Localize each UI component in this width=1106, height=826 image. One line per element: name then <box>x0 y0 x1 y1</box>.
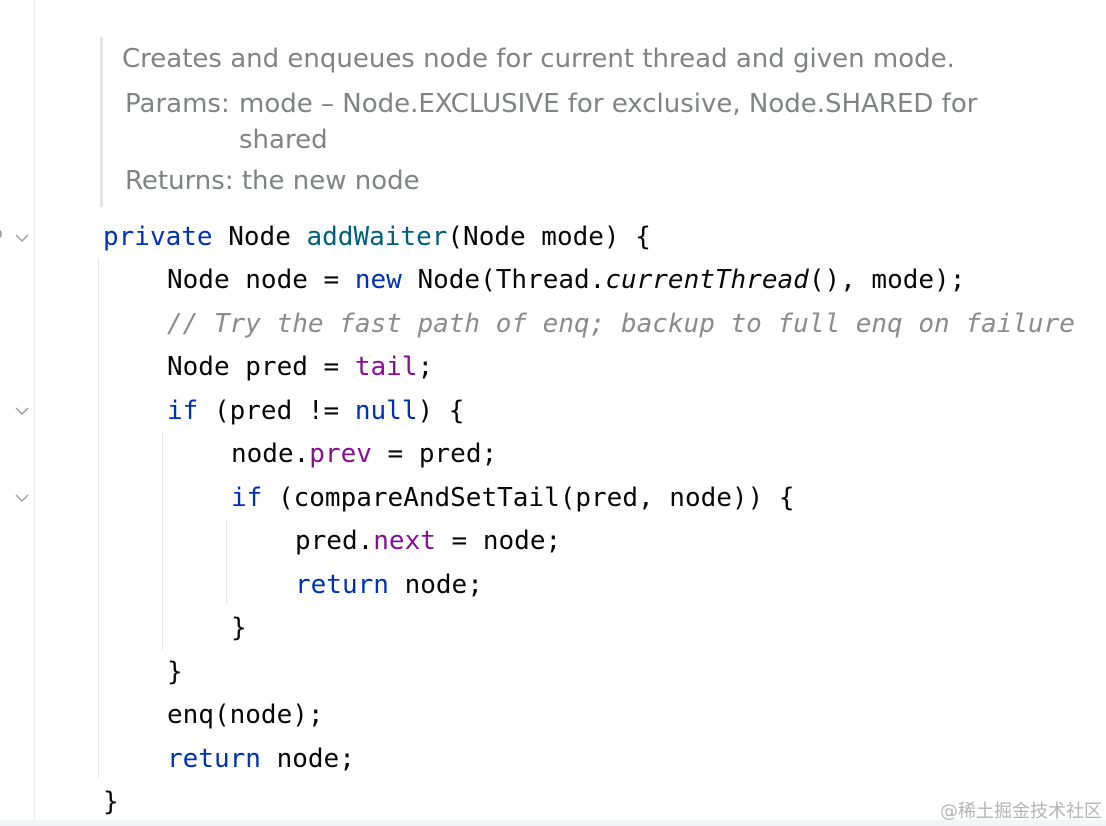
code-line-14[interactable]: } <box>103 786 119 818</box>
code-line-4[interactable]: Node pred = tail; <box>167 351 433 383</box>
code-text: } <box>231 613 247 643</box>
keyword: return <box>167 744 261 774</box>
code-line-3[interactable]: // Try the fast path of enq; backup to f… <box>167 308 1075 340</box>
gutter-divider <box>34 0 35 826</box>
field: tail <box>354 352 418 382</box>
code-text: = node; <box>435 526 562 556</box>
javadoc-param-desc: – Node.EXCLUSIVE for exclusive, Node.SHA… <box>312 89 978 119</box>
code-line-7[interactable]: if (compareAndSetTail(pred, node)) { <box>231 482 795 514</box>
comment: // Try the fast path of enq; backup to f… <box>167 309 1075 339</box>
keyword: null <box>354 396 418 426</box>
code-line-5[interactable]: if (pred != null) { <box>167 395 464 427</box>
code-line-12[interactable]: enq(node); <box>167 699 324 731</box>
method-name: addWaiter <box>306 222 448 252</box>
code-line-8[interactable]: pred.next = node; <box>295 525 561 557</box>
watermark: @稀土掘金技术社区 <box>940 801 1102 822</box>
keyword: new <box>354 265 402 295</box>
editor-bottom-strip <box>0 820 1106 826</box>
code-text: enq(node); <box>167 700 324 730</box>
static-call: currentThread <box>605 265 809 295</box>
javadoc-returns-desc: the new node <box>241 166 420 196</box>
javadoc-returns-label: Returns: <box>125 166 234 196</box>
indent-guide <box>98 258 99 778</box>
javadoc-param-desc-cont: shared <box>239 125 328 155</box>
code-line-9[interactable]: return node; <box>295 569 483 601</box>
code-text: = pred; <box>371 439 498 469</box>
code-text: (pred != <box>198 396 355 426</box>
keyword: private <box>103 222 213 252</box>
code-line-1[interactable]: private Node addWaiter(Node mode) { <box>103 221 651 253</box>
code-text: node. <box>231 439 310 469</box>
keyword: return <box>295 570 389 600</box>
javadoc-returns: Returns: the new node <box>125 166 420 196</box>
code-text: Node(Thread. <box>401 265 606 295</box>
indent-guide <box>226 520 227 604</box>
javadoc-bar <box>100 37 103 207</box>
fold-chevron-icon[interactable] <box>14 490 30 506</box>
code-text: Node pred = <box>167 352 355 382</box>
keyword: if <box>231 483 263 513</box>
javadoc-params-label: Params: <box>125 89 230 119</box>
code-line-2[interactable]: Node node = new Node(Thread.currentThrea… <box>167 264 965 296</box>
code-line-6[interactable]: node.prev = pred; <box>231 438 497 470</box>
code-text: } <box>103 787 119 817</box>
fold-chevron-icon[interactable] <box>14 403 30 419</box>
code-text: } <box>167 657 183 687</box>
code-line-10[interactable]: } <box>231 612 247 644</box>
javadoc-summary: Creates and enqueues node for current th… <box>122 44 955 74</box>
code-text: ) { <box>417 396 465 426</box>
javadoc-param: mode – Node.EXCLUSIVE for exclusive, Nod… <box>239 89 977 119</box>
code-text: (Node mode) { <box>447 222 651 252</box>
keyword: if <box>167 396 199 426</box>
javadoc-param-name: mode <box>239 89 313 119</box>
code-text: node; <box>260 744 355 774</box>
field: prev <box>309 439 372 469</box>
code-text: (compareAndSetTail(pred, node)) { <box>262 483 795 513</box>
code-text: node; <box>388 570 483 600</box>
code-line-13[interactable]: return node; <box>167 743 355 775</box>
code-text: pred. <box>295 526 374 556</box>
code-text: ; <box>417 352 434 382</box>
code-text: Node node = <box>167 265 355 295</box>
field: next <box>373 526 436 556</box>
code-line-11[interactable]: } <box>167 656 183 688</box>
indent-guide <box>162 432 163 650</box>
implements-marker-icon[interactable] <box>0 226 6 242</box>
code-text: (), mode); <box>808 265 966 295</box>
fold-chevron-icon[interactable] <box>14 230 30 246</box>
code-text: Node <box>212 222 307 252</box>
